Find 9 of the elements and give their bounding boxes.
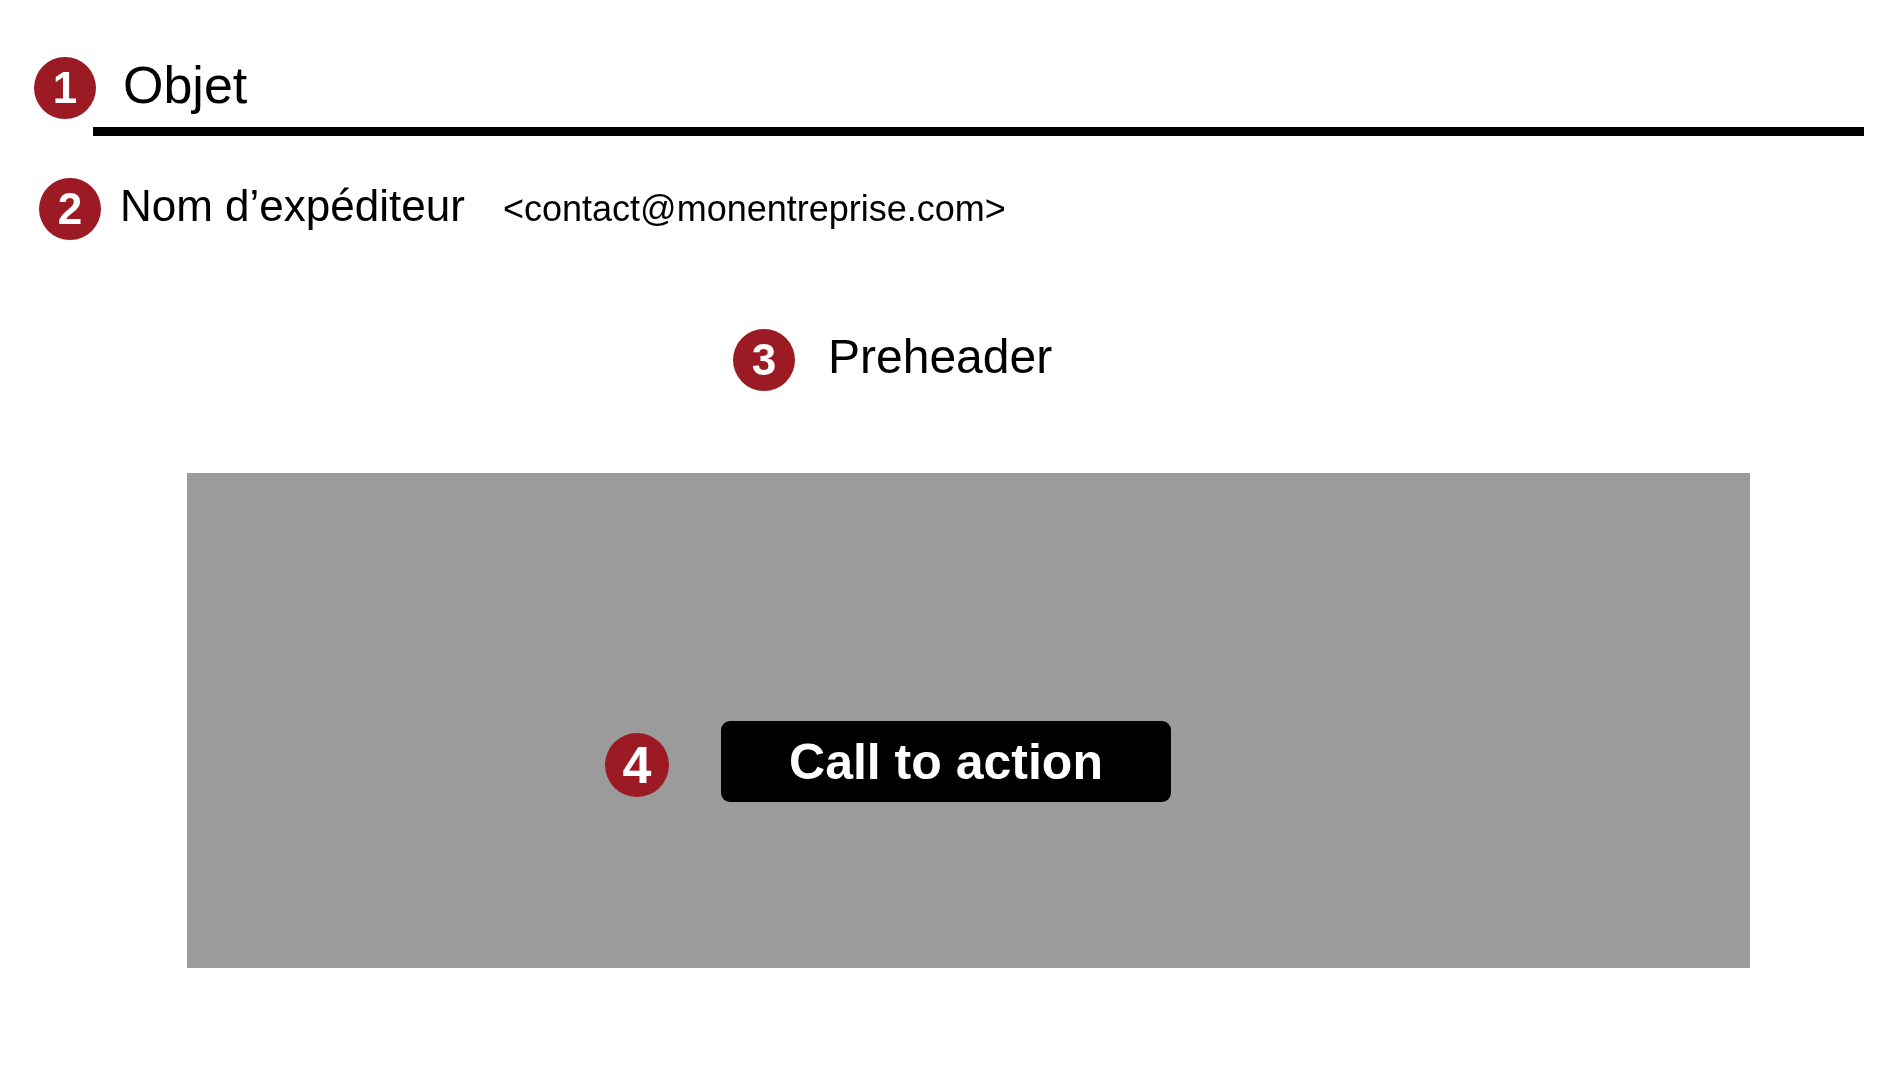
callout-number: 3 [733,329,795,391]
callout-number: 2 [39,178,101,240]
content-block [187,473,1750,968]
callout-number: 4 [605,733,669,797]
preheader-label: Preheader [828,333,1053,381]
sender-name: Nom d’expéditeur [120,184,465,228]
callout-number: 1 [34,57,96,119]
sender-email: <contact@monentreprise.com> [503,191,1006,227]
call-to-action-button: Call to action [721,721,1171,802]
